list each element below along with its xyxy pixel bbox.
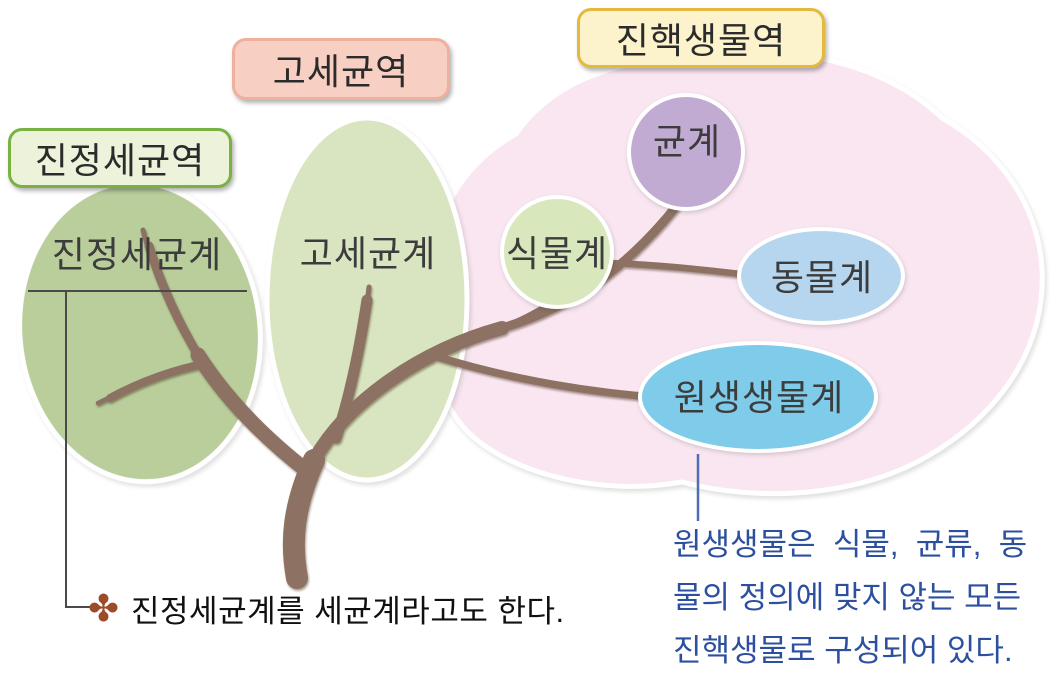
kingdom-label-plantae: 식물계 (505, 233, 609, 274)
kingdom-label-animalia: 동물계 (770, 257, 874, 298)
domain-label-archaea-text: 고세균역 (272, 51, 410, 92)
eubacteria-note: ✤ 진정세균계를 세균계라고도 한다. (88, 586, 565, 631)
kingdom-label-fungi: 균계 (652, 121, 722, 162)
protista-note-line1: 원생생물은 식물, 균류, 동 (673, 527, 1028, 562)
fungi-circle (627, 93, 745, 211)
protista-ellipse (638, 341, 878, 453)
kingdom-label-archaea: 고세균계 (299, 233, 437, 274)
domain-label-archaea: 고세균역 (232, 38, 450, 100)
domain-label-eubacteria: 진정세균역 (8, 128, 232, 188)
domain-label-eukarya: 진핵생물역 (577, 8, 825, 68)
protista-note-line3: 진핵생물로 구성되어 있다. (673, 633, 1013, 668)
domain-label-eubacteria-text: 진정세균역 (34, 140, 206, 181)
animalia-ellipse (737, 227, 905, 325)
eubacteria-note-connector (65, 291, 90, 608)
protista-note-line2: 물의 정의에 맞지 않는 모든 (673, 580, 1022, 615)
eubacteria-blob (17, 179, 263, 485)
domain-label-eukarya-text: 진핵생물역 (615, 20, 787, 61)
protista-note: 원생생물은 식물, 균류, 동 물의 정의에 맞지 않는 모든 진핵생물로 구성… (673, 518, 1027, 677)
plantae-circle (500, 195, 614, 309)
kingdom-label-eubacteria: 진정세균계 (51, 234, 223, 275)
kingdom-label-protista: 원생생물계 (673, 377, 845, 418)
eubacteria-note-text: 진정세균계를 세균계라고도 한다. (131, 594, 565, 629)
clover-icon: ✤ (88, 588, 120, 629)
